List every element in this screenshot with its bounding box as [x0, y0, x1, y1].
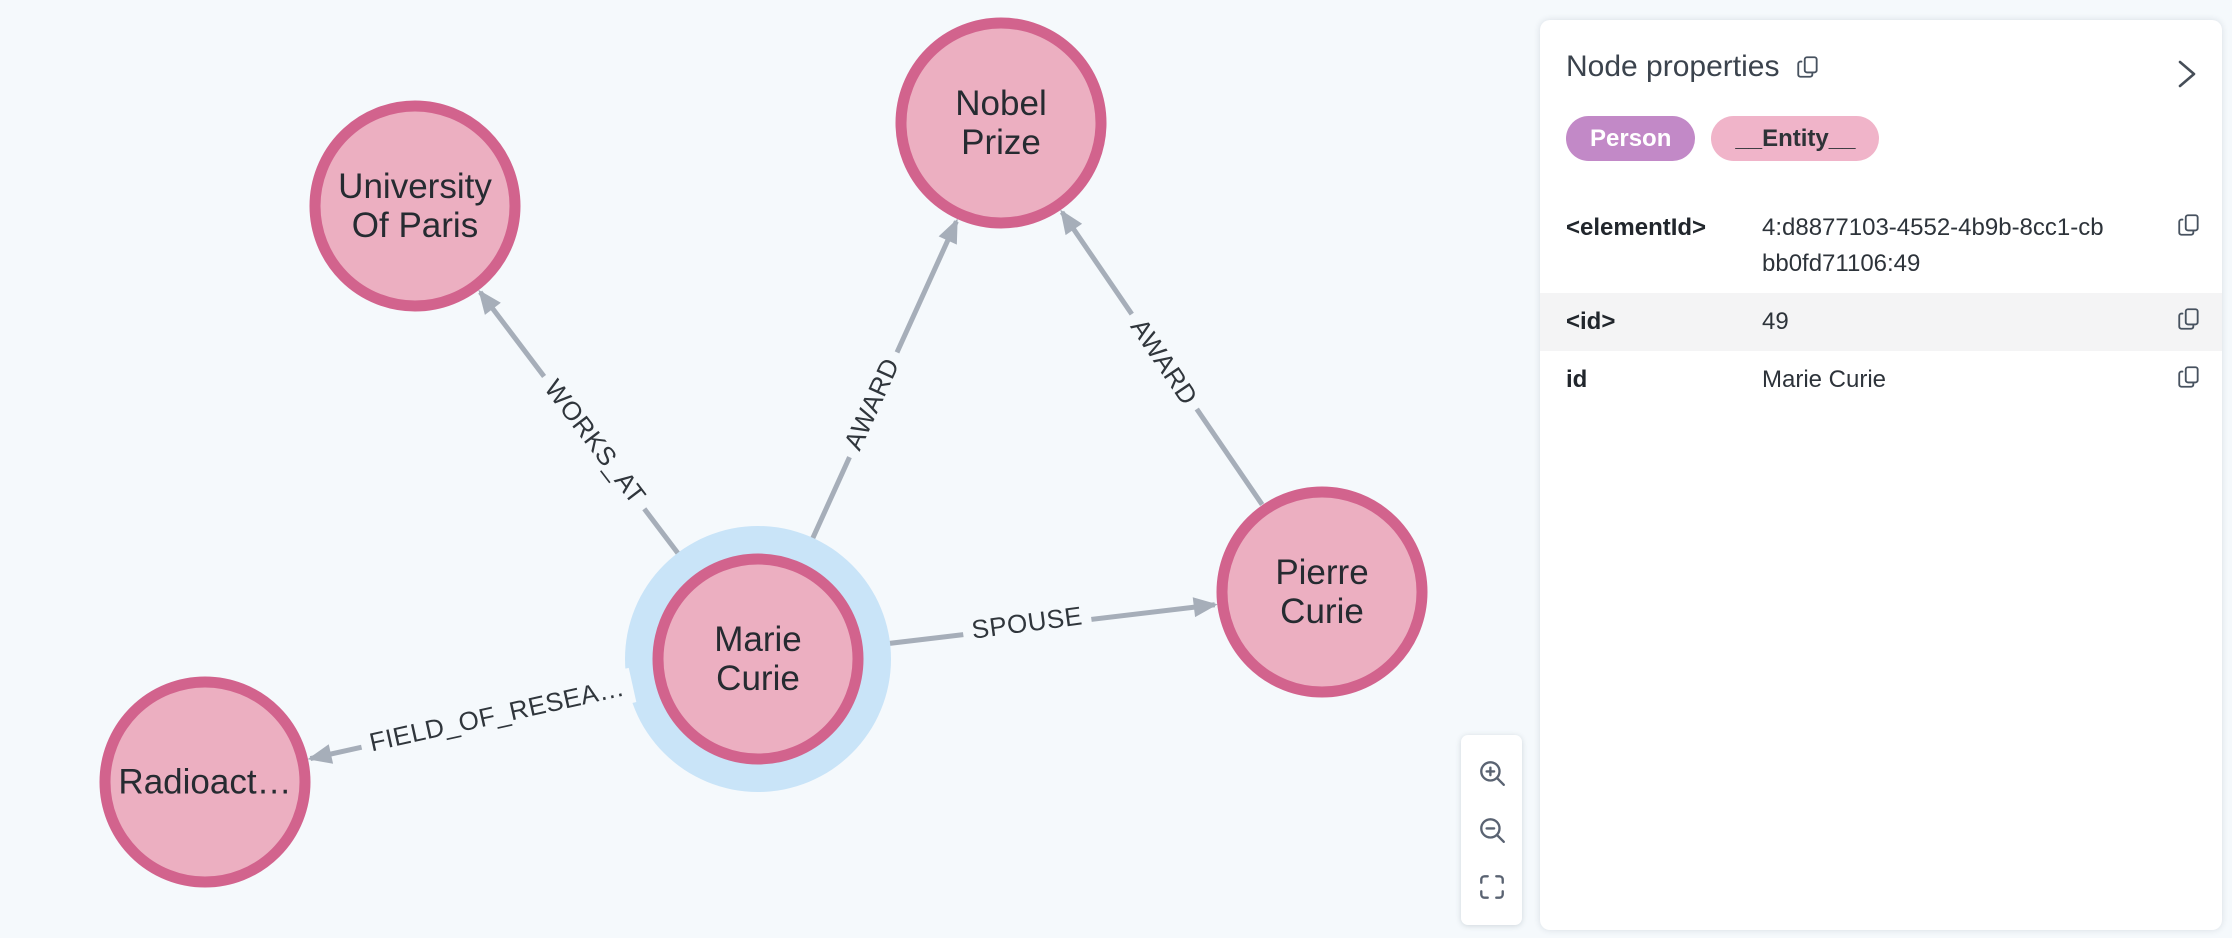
copy-all-properties-button[interactable]	[1795, 54, 1821, 80]
property-key: id	[1566, 366, 1588, 393]
copy-icon	[1797, 56, 1819, 78]
chevron-right-icon	[2178, 60, 2196, 88]
property-row-id-internal: <id> 49	[1540, 293, 2222, 351]
graph-node-pierre[interactable]	[1216, 486, 1428, 698]
property-value: 49	[1762, 308, 1789, 335]
property-value: Marie Curie	[1762, 366, 1887, 393]
graph-node-marie[interactable]	[652, 553, 864, 765]
zoom-out-button[interactable]	[1472, 810, 1512, 850]
panel-header: Node properties	[1540, 20, 2222, 84]
copy-icon	[2178, 214, 2199, 236]
graph-node-radioactivity[interactable]	[99, 676, 311, 888]
node-label-badge-person[interactable]: Person	[1566, 116, 1696, 161]
fit-to-screen-button[interactable]	[1472, 867, 1512, 907]
node-label-badge-entity[interactable]: __Entity__	[1711, 116, 1880, 161]
copy-icon	[2178, 366, 2199, 388]
collapse-panel-button[interactable]	[2174, 54, 2200, 97]
properties-table: <elementId> 4:d8877103-4552-4b9b-8cc1-cb…	[1540, 199, 2222, 409]
node-labels-row: Person __Entity__	[1540, 84, 2222, 161]
copy-property-button[interactable]	[2176, 304, 2202, 332]
zoom-in-button[interactable]	[1472, 753, 1512, 793]
graph-node-nobel[interactable]	[895, 17, 1107, 229]
property-key: <id>	[1566, 308, 1616, 335]
node-properties-panel: Node properties Person __Entity__ <eleme…	[1540, 20, 2222, 930]
property-row-elementid: <elementId> 4:d8877103-4552-4b9b-8cc1-cb…	[1540, 199, 2222, 293]
copy-property-button[interactable]	[2176, 210, 2202, 238]
graph-node-university[interactable]	[309, 100, 521, 312]
panel-title: Node properties	[1566, 50, 1780, 83]
fit-to-screen-icon	[1479, 874, 1504, 899]
property-value: 4:d8877103-4552-4b9b-8cc1-cbbb0fd71106:4…	[1762, 214, 2104, 277]
copy-icon	[2178, 308, 2199, 330]
copy-property-button[interactable]	[2176, 362, 2202, 390]
zoom-in-icon	[1479, 761, 1505, 787]
property-key: <elementId>	[1566, 214, 1707, 241]
property-row-id: id Marie Curie	[1540, 351, 2222, 409]
zoom-toolbar	[1461, 735, 1522, 925]
zoom-out-icon	[1479, 818, 1505, 843]
